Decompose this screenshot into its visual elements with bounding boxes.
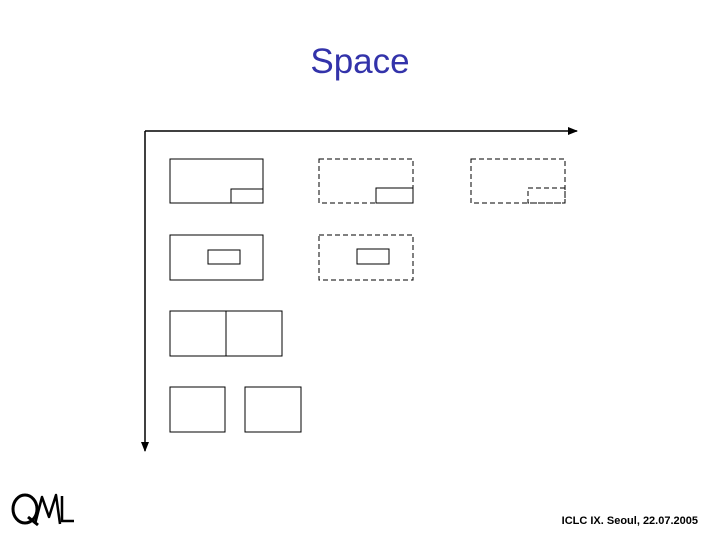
- row1-solid-box-with-corner-inset: [169, 158, 264, 204]
- qml-logo: [11, 493, 74, 527]
- row1-dashed-box-with-solid-inset: [318, 158, 414, 204]
- row4-separate-boxes: [169, 386, 302, 433]
- footer-conference-label: ICLC IX. Seoul, 22.07.2005: [561, 515, 698, 527]
- row2-dashed-box-with-centered-inset: [318, 234, 414, 281]
- row1-dashed-box-with-dashed-inset: [470, 158, 566, 204]
- slide-title: Space: [310, 42, 410, 81]
- row2-solid-box-with-centered-inset: [169, 234, 264, 281]
- row3-adjacent-boxes: [169, 310, 283, 357]
